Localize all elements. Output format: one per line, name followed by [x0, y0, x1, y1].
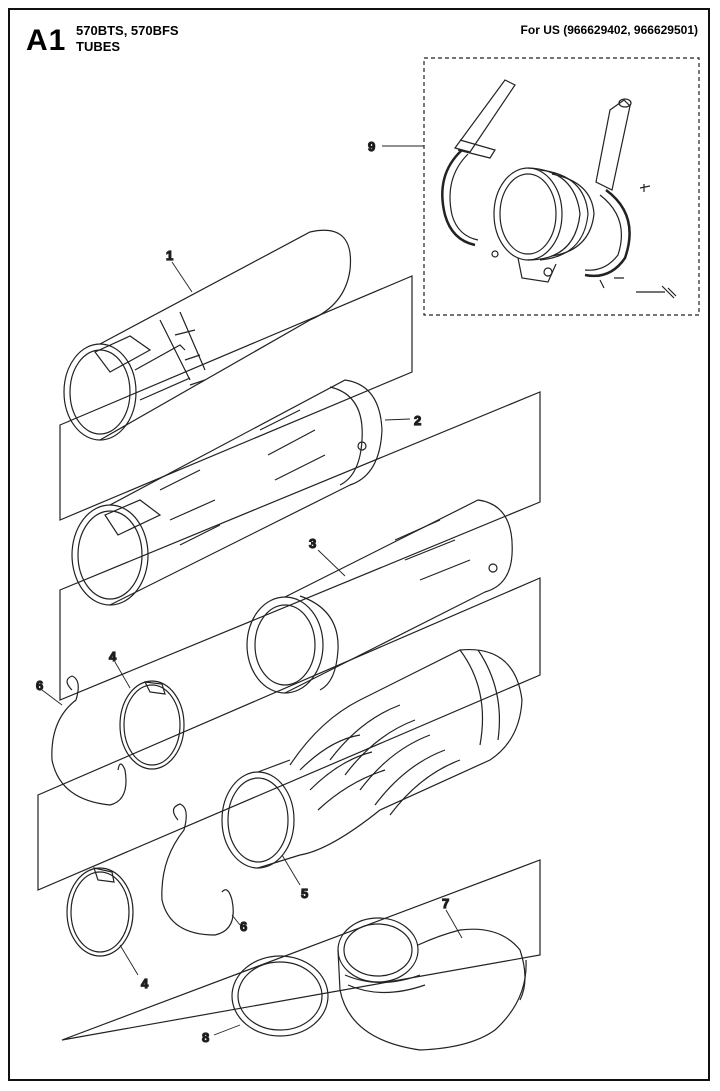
page-title: TUBES [76, 39, 121, 54]
detail-box-part-9 [423, 57, 700, 316]
part-3-plane [37, 577, 541, 891]
callout-6a: 6 [36, 678, 43, 693]
part-2-tube[interactable] [71, 379, 383, 606]
part-1-nozzle-tube[interactable] [63, 229, 352, 441]
callout-5: 5 [301, 886, 308, 901]
part-2-plane [59, 391, 541, 701]
callout-1: 1 [166, 248, 173, 263]
part-4-8-plane [61, 859, 541, 1041]
part-7-elbow[interactable] [337, 917, 527, 1051]
callout-leaders [41, 145, 463, 1036]
callout-7: 7 [442, 896, 449, 911]
part-6-wire-clip-lower[interactable] [161, 803, 234, 936]
section-code: A1 [26, 24, 67, 57]
diagram-frame [8, 8, 710, 1081]
part-4-hose-clamp-upper[interactable] [119, 680, 185, 770]
part-3-tube[interactable] [246, 499, 513, 694]
callout-6b: 6 [240, 919, 247, 934]
callout-4a: 4 [109, 649, 117, 664]
callout-9: 9 [368, 139, 375, 154]
part-1-plane [59, 275, 413, 521]
callout-8: 8 [202, 1030, 209, 1045]
part-6-wire-clip-upper[interactable] [51, 675, 127, 806]
model-numbers: 570BTS, 570BFS [76, 23, 179, 38]
part-9-clamp-assembly[interactable] [441, 79, 677, 299]
callout-3: 3 [309, 536, 316, 551]
market-info: For US (966629402, 966629501) [520, 23, 698, 37]
callout-2: 2 [414, 413, 421, 428]
callout-4b: 4 [141, 976, 149, 991]
part-8-gasket-ring[interactable] [231, 955, 329, 1037]
part-4-hose-clamp-lower[interactable] [66, 867, 134, 957]
part-5-bellows-hose[interactable] [221, 648, 523, 869]
